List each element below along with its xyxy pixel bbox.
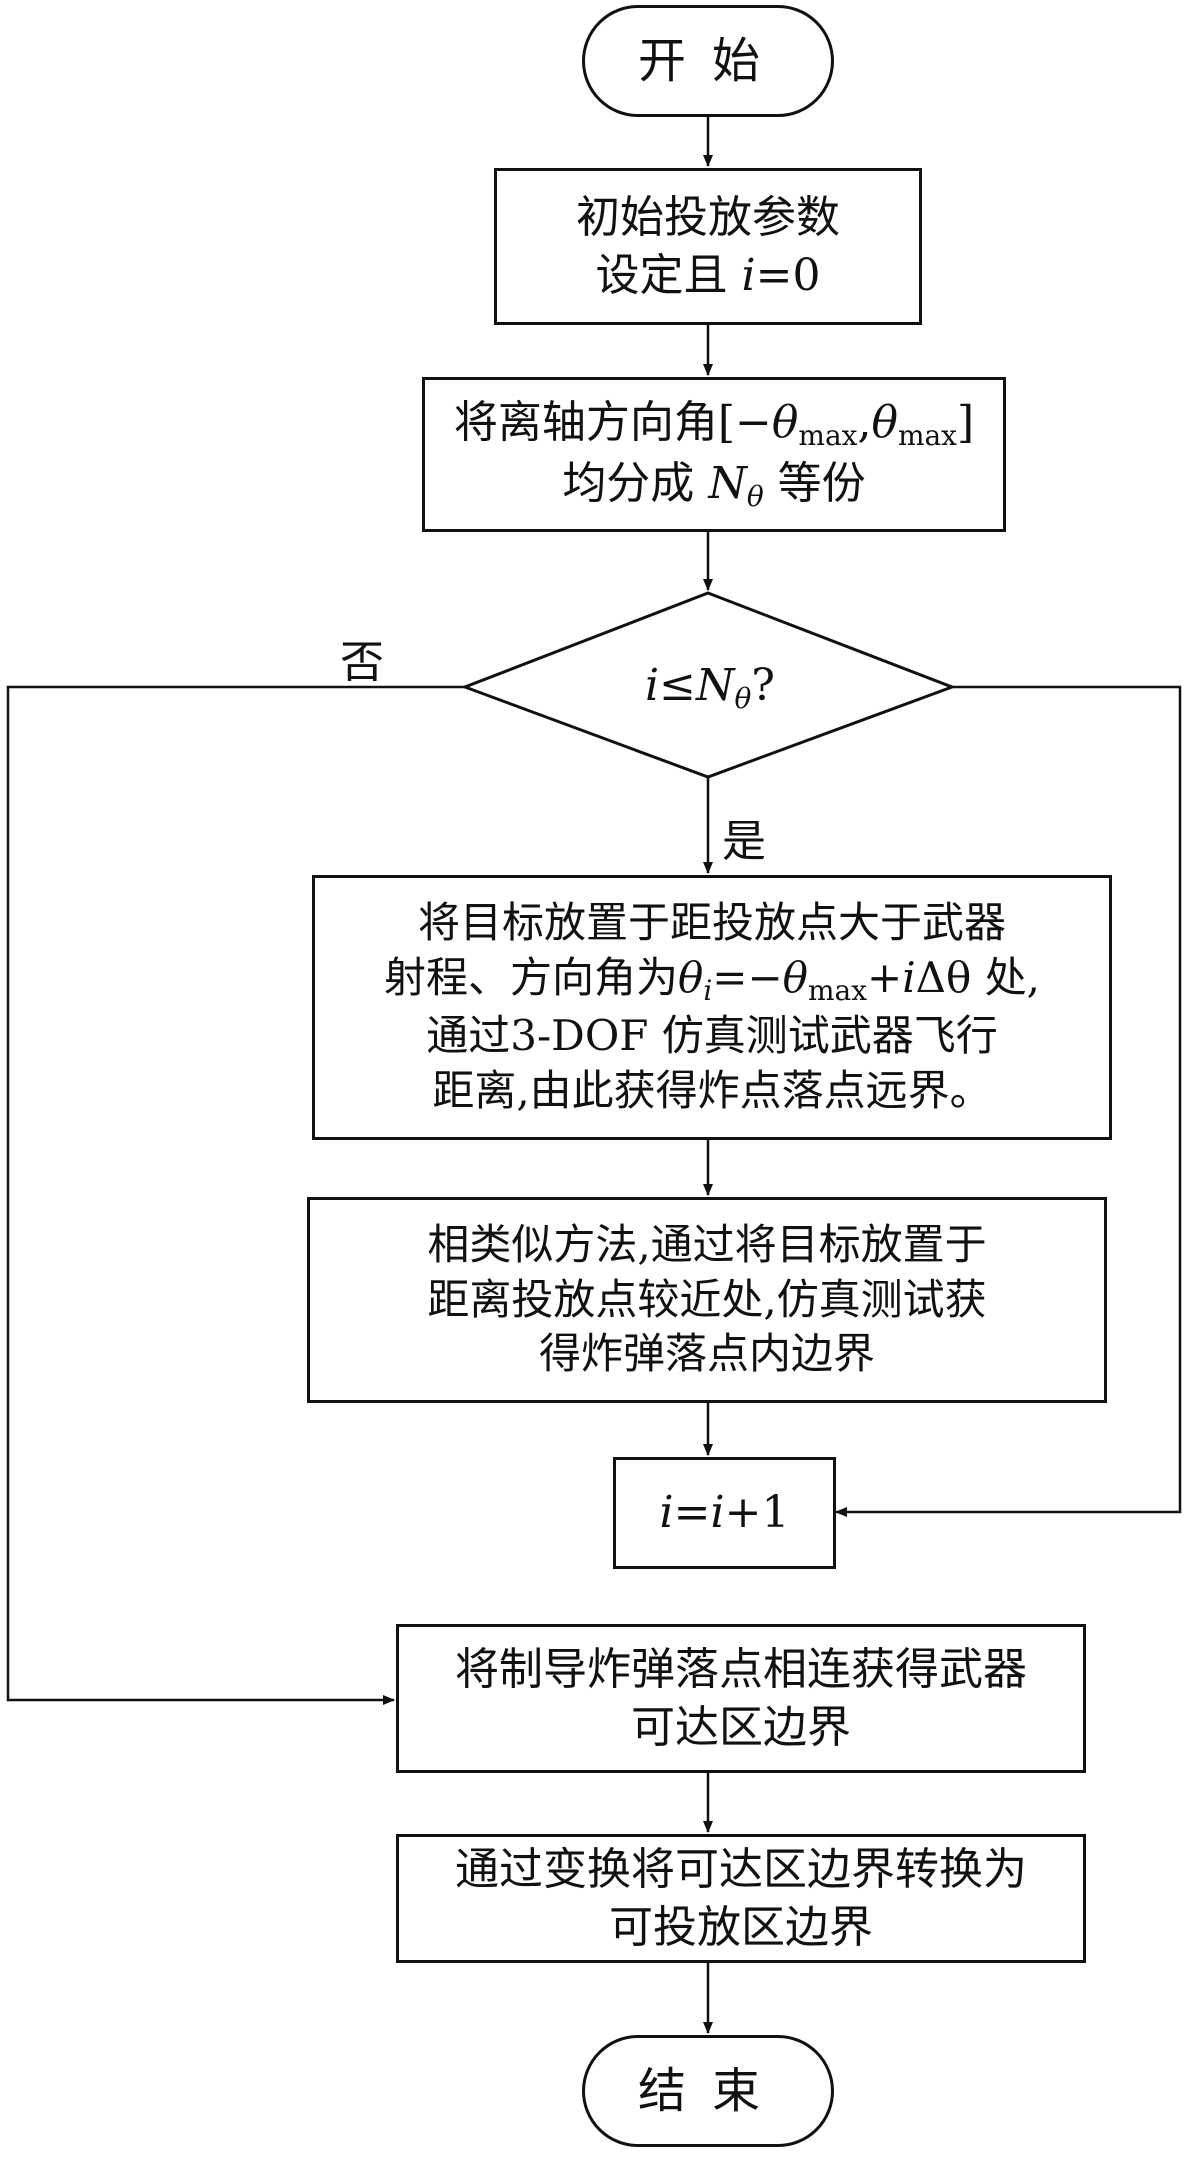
decision-text: i≤Nθ? xyxy=(645,659,775,715)
step5-text: i=i+1 xyxy=(659,1487,790,1539)
step3-line2: 射程、方向角为θi=−θmax+iΔθ 处, xyxy=(384,953,1040,1007)
step6-line2: 可达区边界 xyxy=(631,1701,851,1753)
step2-line1: 将离轴方向角[−θmax,θmax] xyxy=(453,397,975,453)
start-terminal: 开始 xyxy=(582,5,834,117)
step1-line1: 初始投放参数 xyxy=(576,192,840,244)
process-init-params: 初始投放参数 设定且 i=0 xyxy=(494,168,922,325)
step4-line3: 得炸弹落点内边界 xyxy=(538,1329,875,1379)
step3-line1: 将目标放置于距投放点大于武器 xyxy=(417,898,1006,948)
process-transform-boundary: 通过变换将可达区边界转换为 可投放区边界 xyxy=(396,1834,1086,1963)
label-no: 否 xyxy=(340,637,384,688)
decision-label: i≤Nθ? xyxy=(560,645,860,729)
process-connect-points: 将制导炸弹落点相连获得武器 可达区边界 xyxy=(396,1624,1086,1773)
step4-line1: 相类似方法,通过将目标放置于 xyxy=(427,1220,987,1270)
label-yes: 是 xyxy=(722,816,766,867)
step7-line2: 可投放区边界 xyxy=(609,1901,873,1953)
no-branch-line xyxy=(6,685,465,1705)
step6-line1: 将制导炸弹落点相连获得武器 xyxy=(455,1644,1027,1696)
end-label: 结束 xyxy=(637,2062,786,2119)
end-terminal: 结束 xyxy=(582,2035,834,2147)
process-divide-angle: 将离轴方向角[−θmax,θmax] 均分成 Nθ 等份 xyxy=(422,377,1006,532)
decision-diamond xyxy=(460,591,957,779)
loop-back-line xyxy=(835,685,1182,1517)
process-increment-i: i=i+1 xyxy=(613,1457,836,1569)
step2-line2: 均分成 Nθ 等份 xyxy=(562,457,866,513)
step3-line3: 通过3-DOF 仿真测试武器飞行 xyxy=(426,1011,998,1061)
step3-line4: 距离,由此获得炸点落点远界。 xyxy=(432,1065,992,1115)
step4-line2: 距离投放点较近处,仿真测试获 xyxy=(427,1274,987,1324)
start-label: 开始 xyxy=(637,32,786,89)
process-simulate-inner-boundary: 相类似方法,通过将目标放置于 距离投放点较近处,仿真测试获 得炸弹落点内边界 xyxy=(307,1197,1107,1403)
step7-line1: 通过变换将可达区边界转换为 xyxy=(455,1844,1027,1896)
step1-line2: 设定且 i=0 xyxy=(595,249,821,301)
process-simulate-far-boundary: 将目标放置于距投放点大于武器 射程、方向角为θi=−θmax+iΔθ 处, 通过… xyxy=(312,875,1112,1140)
